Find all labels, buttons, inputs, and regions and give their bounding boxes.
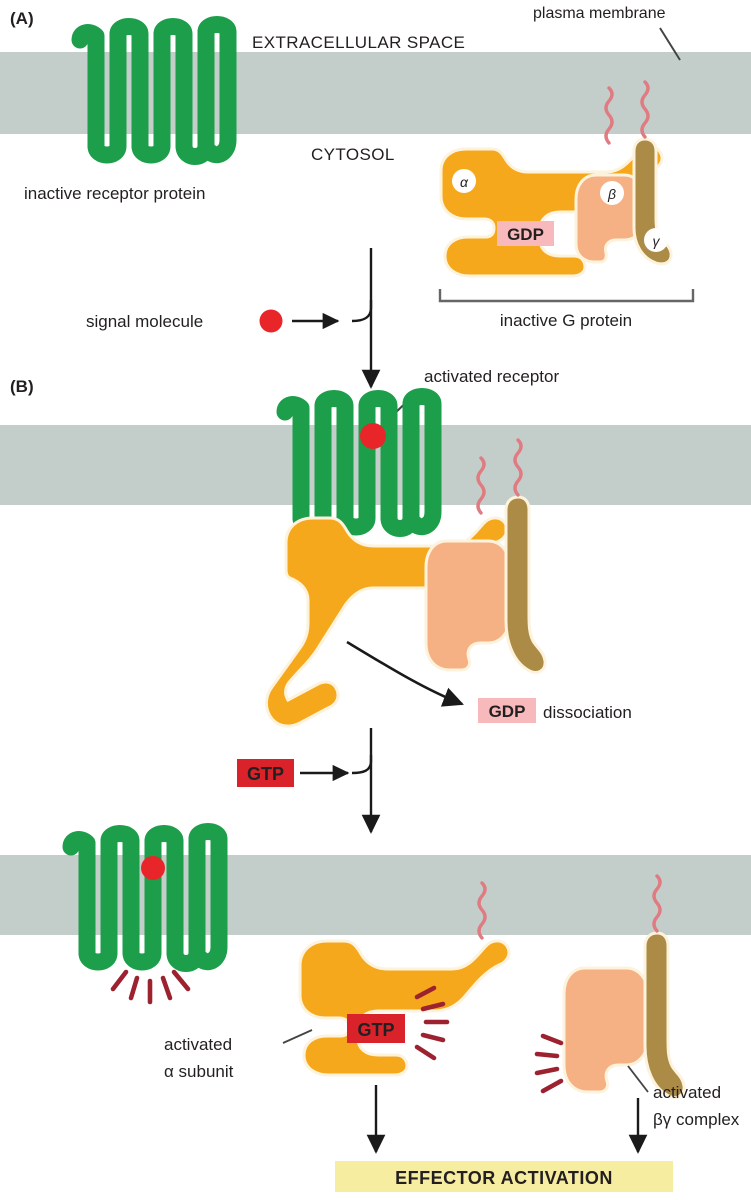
inactive-g-protein-label: inactive G protein (500, 311, 632, 330)
gdp-chip-label-a: GDP (507, 225, 544, 244)
beta-subunit-label-a: β (607, 186, 616, 202)
inactive-receptor-protein-shape (80, 25, 228, 157)
activation-burst-icon-beta-gamma (534, 1033, 564, 1094)
activation-burst-icon-alpha (414, 985, 450, 1061)
gdp-dissociation-label: dissociation (543, 703, 632, 722)
gdp-chip-label-b: GDP (489, 702, 526, 721)
flow-elbow-a (351, 248, 373, 323)
g-protein-beta-subunit-b (424, 539, 512, 672)
bound-signal-molecule-icon-c (141, 856, 165, 880)
bound-signal-molecule-icon-b (360, 423, 386, 449)
activated-receptor-shape-b (285, 397, 433, 529)
activation-burst-icon-receptor (110, 969, 191, 1005)
plasma-membrane-leader-line (659, 27, 681, 61)
activated-alpha-label-line2: α subunit (164, 1062, 234, 1081)
activated-beta-subunit-shape (562, 966, 650, 1094)
activated-receptor-shape-c (71, 832, 219, 964)
gtp-chip-label-alpha: GTP (357, 1020, 394, 1040)
inactive-receptor-protein-label: inactive receptor protein (24, 184, 205, 203)
alpha-subunit-label-a: α (460, 174, 469, 190)
gtp-chip-alpha: GTP (347, 1014, 405, 1043)
activated-gamma-subunit-shape (643, 931, 686, 1099)
signal-molecule-icon (259, 309, 283, 333)
plasma-membrane-label: plasma membrane (533, 5, 666, 22)
gtp-chip-label-input: GTP (247, 764, 284, 784)
activated-alpha-leader-line (282, 1029, 313, 1044)
inactive-g-protein-bracket (438, 289, 695, 303)
g-protein-gamma-subunit-b (504, 495, 547, 674)
gdp-chip-b: GDP (478, 698, 536, 723)
gdp-chip-a: GDP (497, 221, 554, 246)
activated-bg-label-line1: activated (653, 1083, 721, 1102)
activated-bg-label-line2: βγ complex (653, 1110, 740, 1129)
cytosol-label: CYTOSOL (311, 145, 395, 164)
activated-alpha-label-line1: activated (164, 1035, 232, 1054)
extracellular-space-label: EXTRACELLULAR SPACE (252, 33, 465, 52)
activated-receptor-label: activated receptor (424, 367, 559, 386)
effector-activation-label: EFFECTOR ACTIVATION (395, 1168, 613, 1188)
gamma-subunit-label-a: γ (653, 233, 661, 249)
effector-activation-box: EFFECTOR ACTIVATION (335, 1161, 673, 1192)
gtp-chip-input: GTP (237, 759, 294, 787)
flow-elbow-b (351, 728, 373, 775)
gdp-dissociation-arrow (346, 640, 464, 707)
g-protein-gamma-subunit-a: γ (632, 137, 673, 266)
activated-alpha-subunit-shape (298, 939, 511, 1077)
panel-label-a: (A) (10, 9, 34, 28)
panel-label-b: (B) (10, 377, 34, 396)
activated-bg-leader-line (627, 1065, 649, 1093)
signal-molecule-label: signal molecule (86, 312, 203, 331)
